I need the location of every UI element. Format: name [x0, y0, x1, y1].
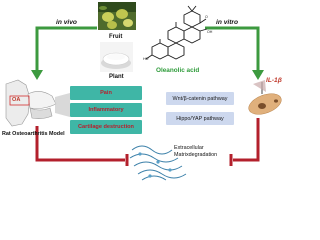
- o-label: O: [205, 15, 208, 19]
- red-arrow-left: [35, 126, 129, 166]
- oh-label: OH: [207, 30, 213, 34]
- in-vivo-label: in vivo: [56, 19, 77, 26]
- plant-image: [100, 42, 133, 72]
- fruit-image: [98, 2, 136, 30]
- outcome-line1: Extracellular: [174, 145, 204, 151]
- il-label: IL-1β: [266, 77, 282, 84]
- green-arrow-right: [205, 26, 264, 80]
- chondrocyte-cells-image: [248, 93, 282, 115]
- green-arrow-left: [31, 26, 97, 80]
- oleanolic-acid-structure: [145, 5, 208, 60]
- red-arrow-right: [229, 118, 260, 166]
- plant-label: Plant: [109, 74, 124, 80]
- pathway-box-wnt: Wnt/β-catenin pathway: [166, 92, 234, 105]
- compound-label: Oleanolic acid: [156, 67, 200, 74]
- il-inhibition-marker: [253, 80, 266, 94]
- effect-box-inflammatory: Inflammatory: [70, 103, 142, 117]
- rat-knee-image: [5, 79, 57, 127]
- in-vitro-label: in vitro: [216, 19, 238, 26]
- model-label: Rat Osteoarthritis Model: [2, 131, 65, 137]
- ho-label: HO: [143, 57, 149, 61]
- pathway-box-hippo: Hippo/YAP pathway: [166, 112, 234, 125]
- effect-box-pain: Pain: [70, 86, 142, 100]
- fruit-label: Fruit: [109, 34, 123, 40]
- outcome-line2: Matrixdegradation: [174, 152, 218, 158]
- knee-to-effects-arrow: [55, 93, 70, 117]
- oleanolic-acid-diagram: HO OH O: [5, 2, 282, 181]
- oa-label: OA: [12, 97, 21, 103]
- extracellular-matrix-image: [129, 145, 187, 181]
- effect-box-cartilage: Cartilage destruction: [70, 120, 142, 134]
